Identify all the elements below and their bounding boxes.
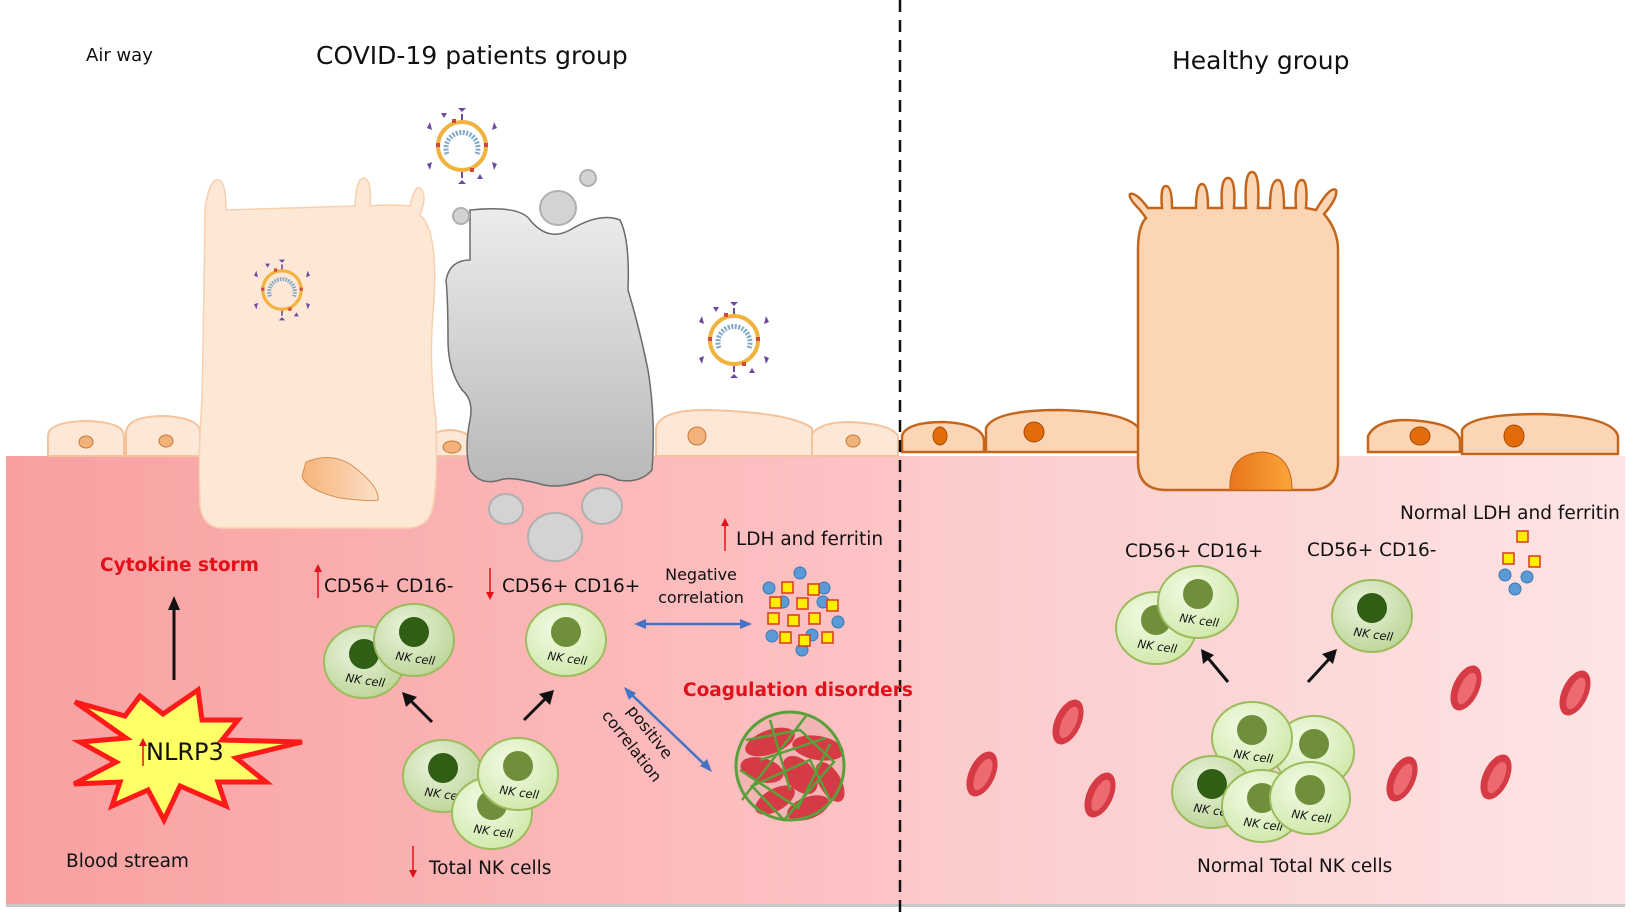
apoptotic-cell (445, 208, 655, 487)
svg-text:NK cell: NK cell (473, 822, 515, 841)
healthy-group-title: Healthy group (1172, 46, 1350, 75)
left-blood-stream (6, 456, 902, 904)
svg-text:NK cell: NK cell (1137, 637, 1179, 656)
blood-clot-icon (734, 710, 846, 822)
cytokine-storm-label: Cytokine storm (100, 555, 259, 576)
right-epithelial-layer (900, 408, 1620, 456)
airway-label: Air way (86, 45, 153, 66)
nlrp3-up-arrow (139, 738, 147, 766)
svg-text:NK cell: NK cell (1291, 807, 1333, 826)
normal-total-nk-label: Normal Total NK cells (1197, 856, 1393, 877)
ldh-ferritin-cluster (762, 566, 845, 657)
svg-text:NK cell: NK cell (395, 649, 437, 668)
ldh-up-arrow (721, 518, 729, 551)
normal-ldh-ferritin-cluster (1498, 530, 1541, 596)
normal-ldh-ferritin-label: Normal LDH and ferritin (1400, 503, 1620, 524)
healthy-cd16pos-label: CD56+ CD16+ (1125, 541, 1264, 562)
svg-text:NK cell: NK cell (499, 783, 541, 802)
cd16neg-label: CD56+ CD16- (324, 576, 454, 597)
svg-text:NK cell: NK cell (1179, 611, 1221, 630)
nk-cell-group-healthy-cd16pos: NK cell NK cell (1115, 565, 1239, 665)
total-nk-down-arrow (409, 846, 417, 878)
svg-text:NK cell: NK cell (547, 649, 589, 668)
virus-icon (427, 108, 497, 184)
virus-icon (699, 302, 769, 378)
negative-correlation-label: Negative correlation (658, 565, 744, 607)
nk-cell-group-healthy-total: NK cell NK cell NK cell NK cell (1171, 701, 1355, 843)
pathway-arrows (168, 596, 1337, 724)
positive-correlation-arrow (624, 687, 712, 772)
ldh-ferritin-label: LDH and ferritin (736, 529, 884, 550)
healthy-cd16neg-label: CD56+ CD16- (1307, 540, 1437, 561)
svg-text:NK cell: NK cell (1233, 747, 1275, 766)
nk-cell-healthy-cd16neg: NK cell (1331, 579, 1413, 653)
svg-text:NK cell: NK cell (1353, 625, 1395, 644)
nlrp3-label: NLRP3 (146, 738, 224, 766)
nk-cell-group-cd16neg: NK cell NK cell (323, 603, 455, 699)
negative-correlation-arrow (634, 619, 752, 629)
svg-text:NK cell: NK cell (345, 671, 387, 690)
total-nk-label: Total NK cells (429, 858, 552, 879)
cd16pos-down-arrow (486, 568, 494, 600)
svg-text:NK cell: NK cell (1243, 815, 1285, 834)
cd16pos-label: CD56+ CD16+ (502, 576, 641, 597)
blood-stream-label: Blood stream (66, 851, 189, 872)
infected-epithelial-cell (198, 177, 438, 529)
covid-group-title: COVID-19 patients group (316, 41, 628, 70)
nk-cell-cd16pos: NK cell (525, 603, 607, 677)
nlrp3-burst (71, 685, 303, 826)
coagulation-label: Coagulation disorders (683, 680, 913, 701)
nk-cell-group-total: NK cell NK cell NK cell (402, 737, 559, 850)
healthy-ciliated-cell (1128, 170, 1340, 492)
cd16neg-up-arrow (314, 564, 322, 598)
